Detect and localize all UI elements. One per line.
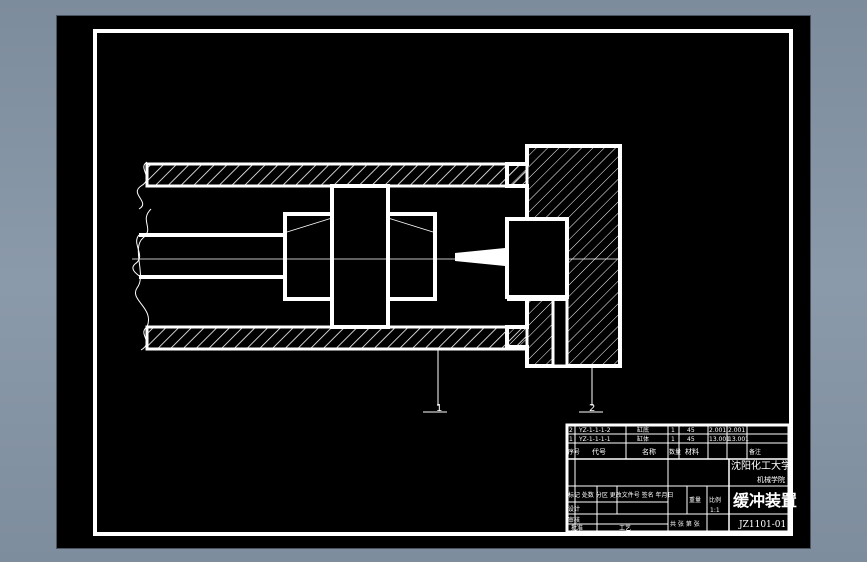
header-code: 代号 [592,447,606,456]
part-1-no: 1 [569,436,573,443]
part-2-total-weight: 2.001 [728,427,745,434]
part-1-name: 缸体 [637,435,649,443]
scale-label: 比例 [709,496,721,504]
part-2-code: YZ-1-1-1-2 [578,427,611,434]
design-label: 设计 [568,505,580,513]
header-name: 名称 [642,447,656,456]
drawing-title: 缓冲装置 [732,491,797,510]
part-2-qty: 1 [671,427,675,434]
check-label: 审核 [568,516,580,524]
part-1-code: YZ-1-1-1-1 [578,436,611,443]
header-remark: 备注 [749,448,761,456]
part-2-name: 缸底 [637,426,649,434]
sheet-label: 共 张 第 张 [670,520,700,528]
part-1-material: 45 [687,436,695,443]
scale-value: 1:1 [710,507,720,514]
piston-right-block [386,212,437,301]
header-material: 材料 [685,447,699,456]
part-2-unit-weight: 2.001 [709,427,726,434]
cushion-spear [455,248,505,266]
school-name: 沈阳化工大学 [731,459,791,472]
piston-left-block [283,212,334,301]
drawing-number: JZ1101-01 [738,520,786,530]
part-1-qty: 1 [671,436,675,443]
leader-2: 2 [579,368,603,414]
drawing-canvas: 1 2 2 YZ-1-1-1-2 缸底 1 [56,15,811,549]
mark-label: 标记 处数 分区 更改文件号 签名 年月日 [568,491,674,499]
cad-drawing: 1 2 2 YZ-1-1-1-2 缸底 1 [93,29,797,536]
cylinder-lower-wall [145,325,529,351]
break-line-bottom [140,326,148,351]
piston-rod [132,233,285,279]
cylinder-upper-wall [145,162,529,188]
break-line-top [136,161,148,210]
outer-frame [93,29,793,536]
end-cap [505,144,622,368]
part-1-unit-weight: 13.001 [709,436,730,443]
leader-1: 1 [423,350,447,414]
leader-label-2: 2 [589,403,595,414]
header-qty: 数量 [669,448,681,456]
header-no: 序号 [568,448,580,456]
leader-label-1: 1 [436,403,442,414]
approve-label: 批准 [571,524,583,532]
title-block: 2 YZ-1-1-1-2 缸底 1 45 2.001 2.001 1 YZ-1-… [565,423,797,534]
department-name: 机械学院 [757,475,785,484]
part-2-no: 2 [569,427,573,434]
part-1-total-weight: 13.001 [728,436,749,443]
weight-label: 重量 [689,496,701,504]
break-line-middle [134,208,152,328]
part-2-material: 45 [687,427,695,434]
piston-center-block [330,184,390,329]
process-label: 工艺 [619,524,631,532]
